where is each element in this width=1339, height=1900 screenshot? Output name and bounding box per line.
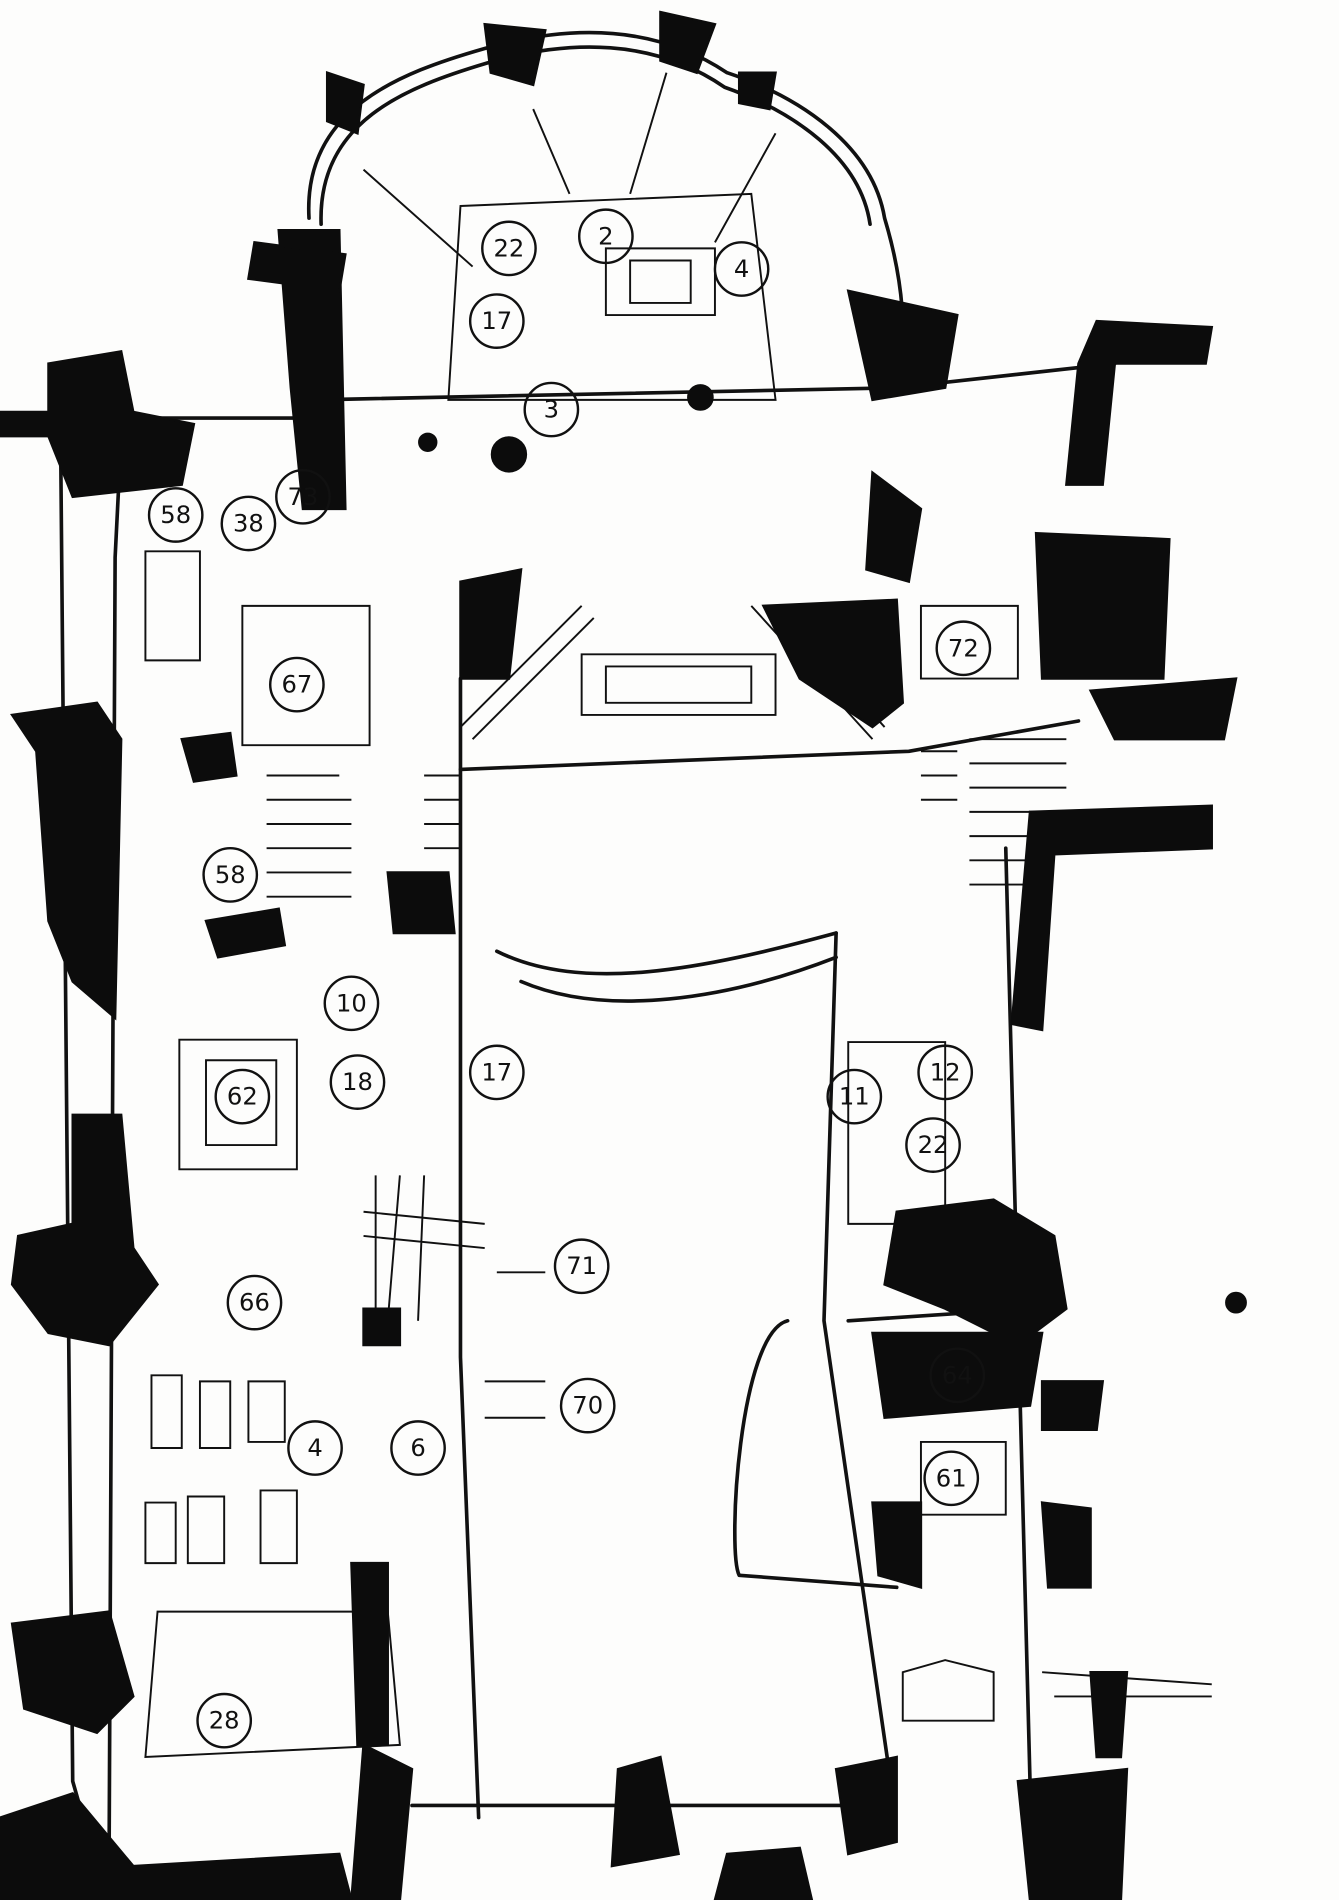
label-circle [196, 1692, 253, 1749]
label-circle [917, 1044, 974, 1101]
numbered-label: 12 [917, 1044, 974, 1101]
label-number: 22 [918, 1131, 949, 1159]
numbered-label: 10 [323, 975, 380, 1032]
numbered-label: 11 [826, 1068, 883, 1125]
label-number: 4 [307, 1434, 322, 1462]
label-number: 72 [948, 634, 979, 662]
label-circle [226, 1274, 283, 1331]
label-circle [929, 1347, 986, 1404]
numbered-label: 66 [226, 1274, 283, 1331]
numbered-label: 72 [935, 620, 992, 677]
label-circle [559, 1377, 616, 1434]
numbered-label: 73 [275, 468, 331, 525]
label-number: 17 [481, 307, 512, 335]
numbered-label: 67 [269, 656, 325, 713]
label-number: 6 [410, 1434, 425, 1462]
label-number: 11 [839, 1083, 870, 1111]
label-number: 67 [281, 671, 312, 699]
label-circle [578, 208, 634, 265]
numbered-label: 61 [923, 1450, 980, 1507]
numbered-label: 17 [468, 293, 525, 349]
label-circle [713, 241, 770, 297]
label-circle [481, 220, 537, 277]
label-number: 2 [598, 222, 613, 250]
label-number: 58 [215, 861, 246, 889]
label-circle [323, 975, 380, 1032]
label-circle [390, 1420, 446, 1476]
label-number: 17 [481, 1058, 512, 1086]
label-circle [923, 1450, 980, 1507]
numbered-label: 3 [523, 381, 580, 438]
building-outline [0, 361, 1212, 1868]
label-number: 64 [942, 1361, 973, 1389]
numbered-label: 4 [287, 1420, 343, 1476]
label-number: 66 [239, 1289, 270, 1317]
numbered-label: 2 [578, 208, 634, 265]
numbered-label: 70 [559, 1377, 616, 1434]
numbered-label: 22 [905, 1117, 961, 1173]
label-number: 18 [342, 1068, 373, 1096]
label-number: 70 [572, 1392, 603, 1420]
label-circle [220, 495, 277, 552]
label-circle [905, 1117, 961, 1173]
label-circle [329, 1054, 386, 1110]
label-number: 10 [336, 989, 367, 1017]
label-circle [523, 381, 580, 438]
label-circle [287, 1420, 343, 1476]
numbered-label: 22 [481, 220, 537, 277]
numbered-label: 38 [220, 495, 277, 552]
label-circle [214, 1068, 271, 1125]
label-number: 61 [936, 1464, 967, 1492]
numbered-label: 6 [390, 1420, 446, 1476]
numbered-label: 17 [468, 1044, 525, 1101]
label-number: 4 [734, 255, 749, 283]
numbered-label: 18 [329, 1054, 386, 1110]
numbered-label: 4 [713, 241, 770, 297]
label-circle [147, 487, 204, 543]
numbered-label: 28 [196, 1692, 253, 1749]
label-circle [202, 847, 259, 903]
label-number: 12 [930, 1058, 961, 1086]
label-number: 38 [233, 509, 264, 537]
dome-outline [307, 30, 905, 401]
label-number: 3 [544, 396, 559, 424]
numbered-label: 64 [929, 1347, 986, 1404]
label-number: 22 [494, 234, 525, 262]
label-circle [275, 468, 331, 525]
label-circle [935, 620, 992, 677]
label-number: 71 [566, 1252, 597, 1280]
label-circle [826, 1068, 883, 1125]
ink-blots [0, 10, 1247, 1900]
label-number: 58 [160, 501, 191, 529]
numbered-label: 58 [202, 847, 259, 903]
label-number: 28 [209, 1707, 240, 1735]
label-circle [269, 656, 325, 713]
label-circle [553, 1238, 610, 1295]
label-number: 62 [227, 1083, 258, 1111]
label-circle [468, 293, 525, 349]
numbered-label: 71 [553, 1238, 610, 1295]
numbered-label: 58 [147, 487, 204, 543]
label-number: 73 [288, 483, 319, 511]
numbered-label: 62 [214, 1068, 271, 1125]
label-circle [468, 1044, 525, 1101]
